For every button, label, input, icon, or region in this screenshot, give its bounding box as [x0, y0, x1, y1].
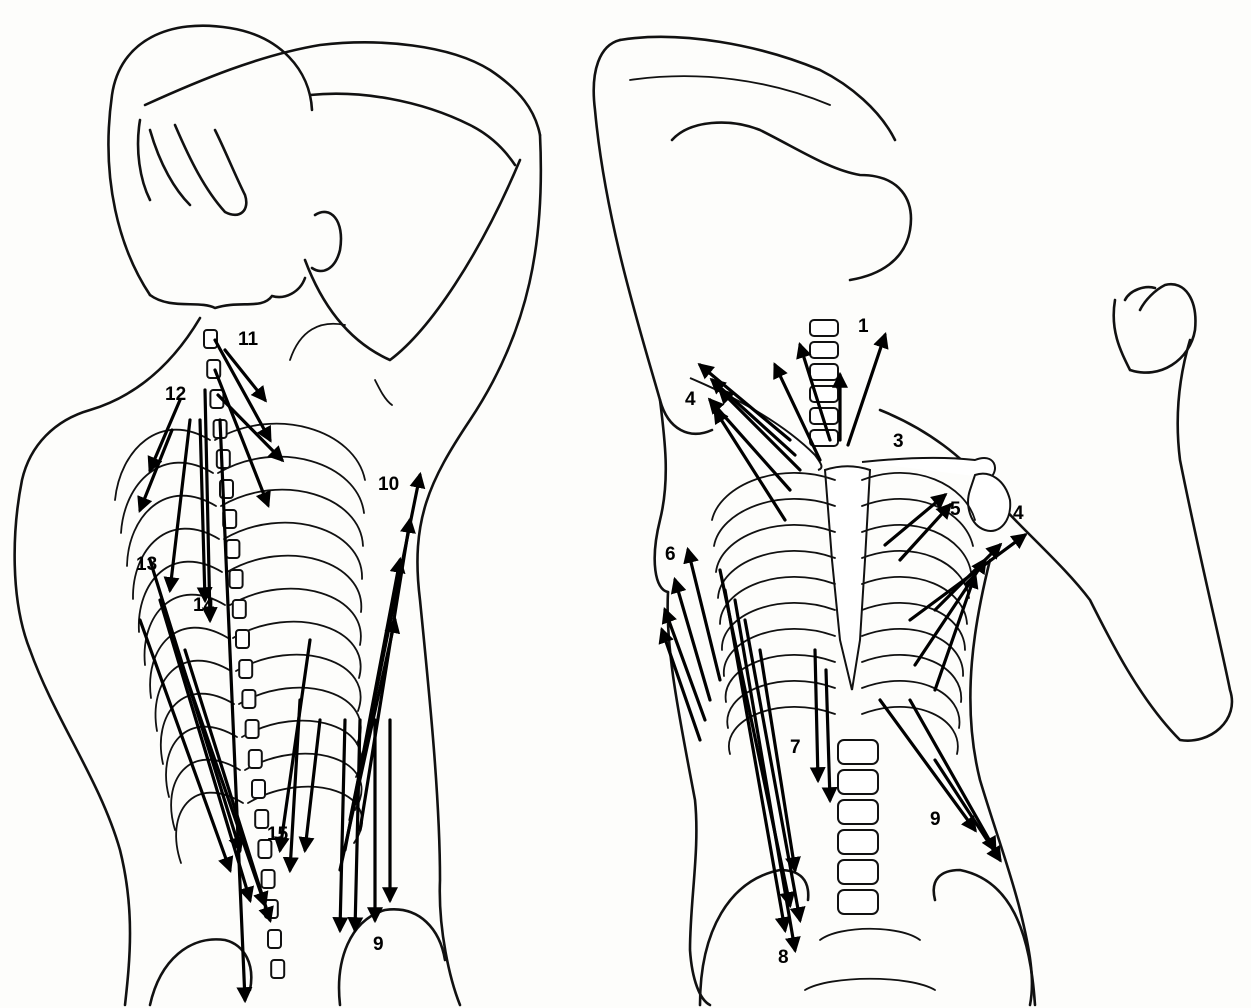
right-head-outline	[672, 123, 911, 280]
label-7: 7	[790, 737, 801, 758]
right-fist	[1114, 284, 1196, 372]
right-pelvis-inner	[805, 929, 935, 990]
label-15: 15	[267, 824, 289, 845]
right-rib-right	[862, 525, 971, 572]
right-lumbar-vertebra	[838, 830, 878, 854]
muscle-arrow	[200, 420, 205, 600]
muscle-arrow	[290, 700, 300, 870]
right-cervical-vertebra	[810, 342, 838, 358]
right-rib-left	[712, 473, 835, 520]
muscle-arrow	[340, 620, 395, 870]
left-figure	[15, 26, 541, 1005]
right-lumbar-vertebra	[838, 800, 878, 824]
left-arm-lower	[310, 94, 515, 165]
label-6: 6	[665, 544, 676, 565]
muscle-arrow	[220, 420, 245, 1000]
left-arm-upper	[145, 42, 540, 135]
muscle-arrow	[280, 640, 310, 850]
muscle-arrow	[170, 420, 190, 590]
label-10: 10	[378, 474, 399, 495]
right-arm-inner-line	[630, 76, 830, 105]
left-left-flank	[30, 650, 130, 1005]
right-raised-arm-right	[880, 340, 1232, 741]
muscle-arrow	[826, 670, 830, 800]
right-arm-raised-outer	[594, 40, 668, 592]
left-vertebra	[262, 870, 275, 888]
muscle-arrow	[910, 700, 995, 850]
label-4-right: 4	[1013, 503, 1024, 524]
label-8: 8	[778, 947, 789, 968]
right-sternum	[825, 466, 870, 690]
right-arm-top	[620, 37, 895, 140]
muscle-arrow	[360, 520, 410, 830]
right-torso-left	[668, 592, 710, 1005]
right-shoulder-joint	[968, 474, 1010, 531]
left-vertebra	[226, 540, 239, 558]
right-lumbar-vertebra	[838, 770, 878, 794]
left-right-flank	[417, 135, 540, 1005]
muscle-arrow	[305, 720, 320, 850]
left-rib-right	[218, 457, 364, 513]
label-14: 14	[193, 595, 215, 616]
left-vertebra	[246, 720, 259, 738]
left-vertebra	[249, 750, 262, 768]
left-hairline	[150, 278, 305, 308]
right-cervical-vertebra	[810, 430, 838, 446]
left-rib-right	[227, 556, 361, 612]
label-12: 12	[165, 384, 186, 405]
right-cervical-vertebra	[810, 320, 838, 336]
left-vertebra	[239, 660, 252, 678]
right-rib-left	[718, 551, 835, 598]
label-4-left: 4	[685, 389, 696, 410]
right-cervical-vertebra	[810, 364, 838, 380]
left-vertebra	[233, 600, 246, 618]
muscle-arrow	[880, 700, 975, 830]
left-vertebra	[268, 930, 281, 948]
label-11: 11	[238, 329, 259, 350]
label-13: 13	[136, 554, 157, 575]
left-vertebra	[252, 780, 265, 798]
muscle-arrow	[815, 650, 818, 780]
right-rib-left	[729, 707, 835, 754]
label-9-right: 9	[930, 809, 941, 830]
right-lumbar-vertebra	[838, 860, 878, 884]
left-hand-fingers	[138, 120, 246, 215]
right-rib-left	[716, 525, 835, 572]
left-scapula-lines	[290, 324, 392, 405]
muscle-arrow	[688, 550, 720, 680]
muscle-arrow	[848, 335, 885, 445]
label-1: 1	[858, 316, 869, 337]
right-lumbar-vertebra	[838, 890, 878, 914]
left-rib-right	[221, 490, 363, 546]
label-3: 3	[893, 431, 904, 452]
left-vertebra	[236, 630, 249, 648]
left-vertebra	[271, 960, 284, 978]
label-5: 5	[950, 499, 961, 520]
left-pelvis	[150, 909, 445, 1005]
muscle-arrow	[340, 720, 345, 930]
muscle-arrow	[745, 620, 800, 920]
label-9-left: 9	[373, 934, 384, 955]
muscle-arrow	[735, 600, 795, 950]
left-rib-right	[215, 424, 365, 480]
left-vertebra	[242, 690, 255, 708]
right-lumbar-vertebra	[838, 740, 878, 764]
right-torso-right	[970, 560, 1032, 1005]
right-rib-right	[862, 603, 965, 650]
left-ear	[312, 212, 341, 271]
left-vertebra	[230, 570, 243, 588]
